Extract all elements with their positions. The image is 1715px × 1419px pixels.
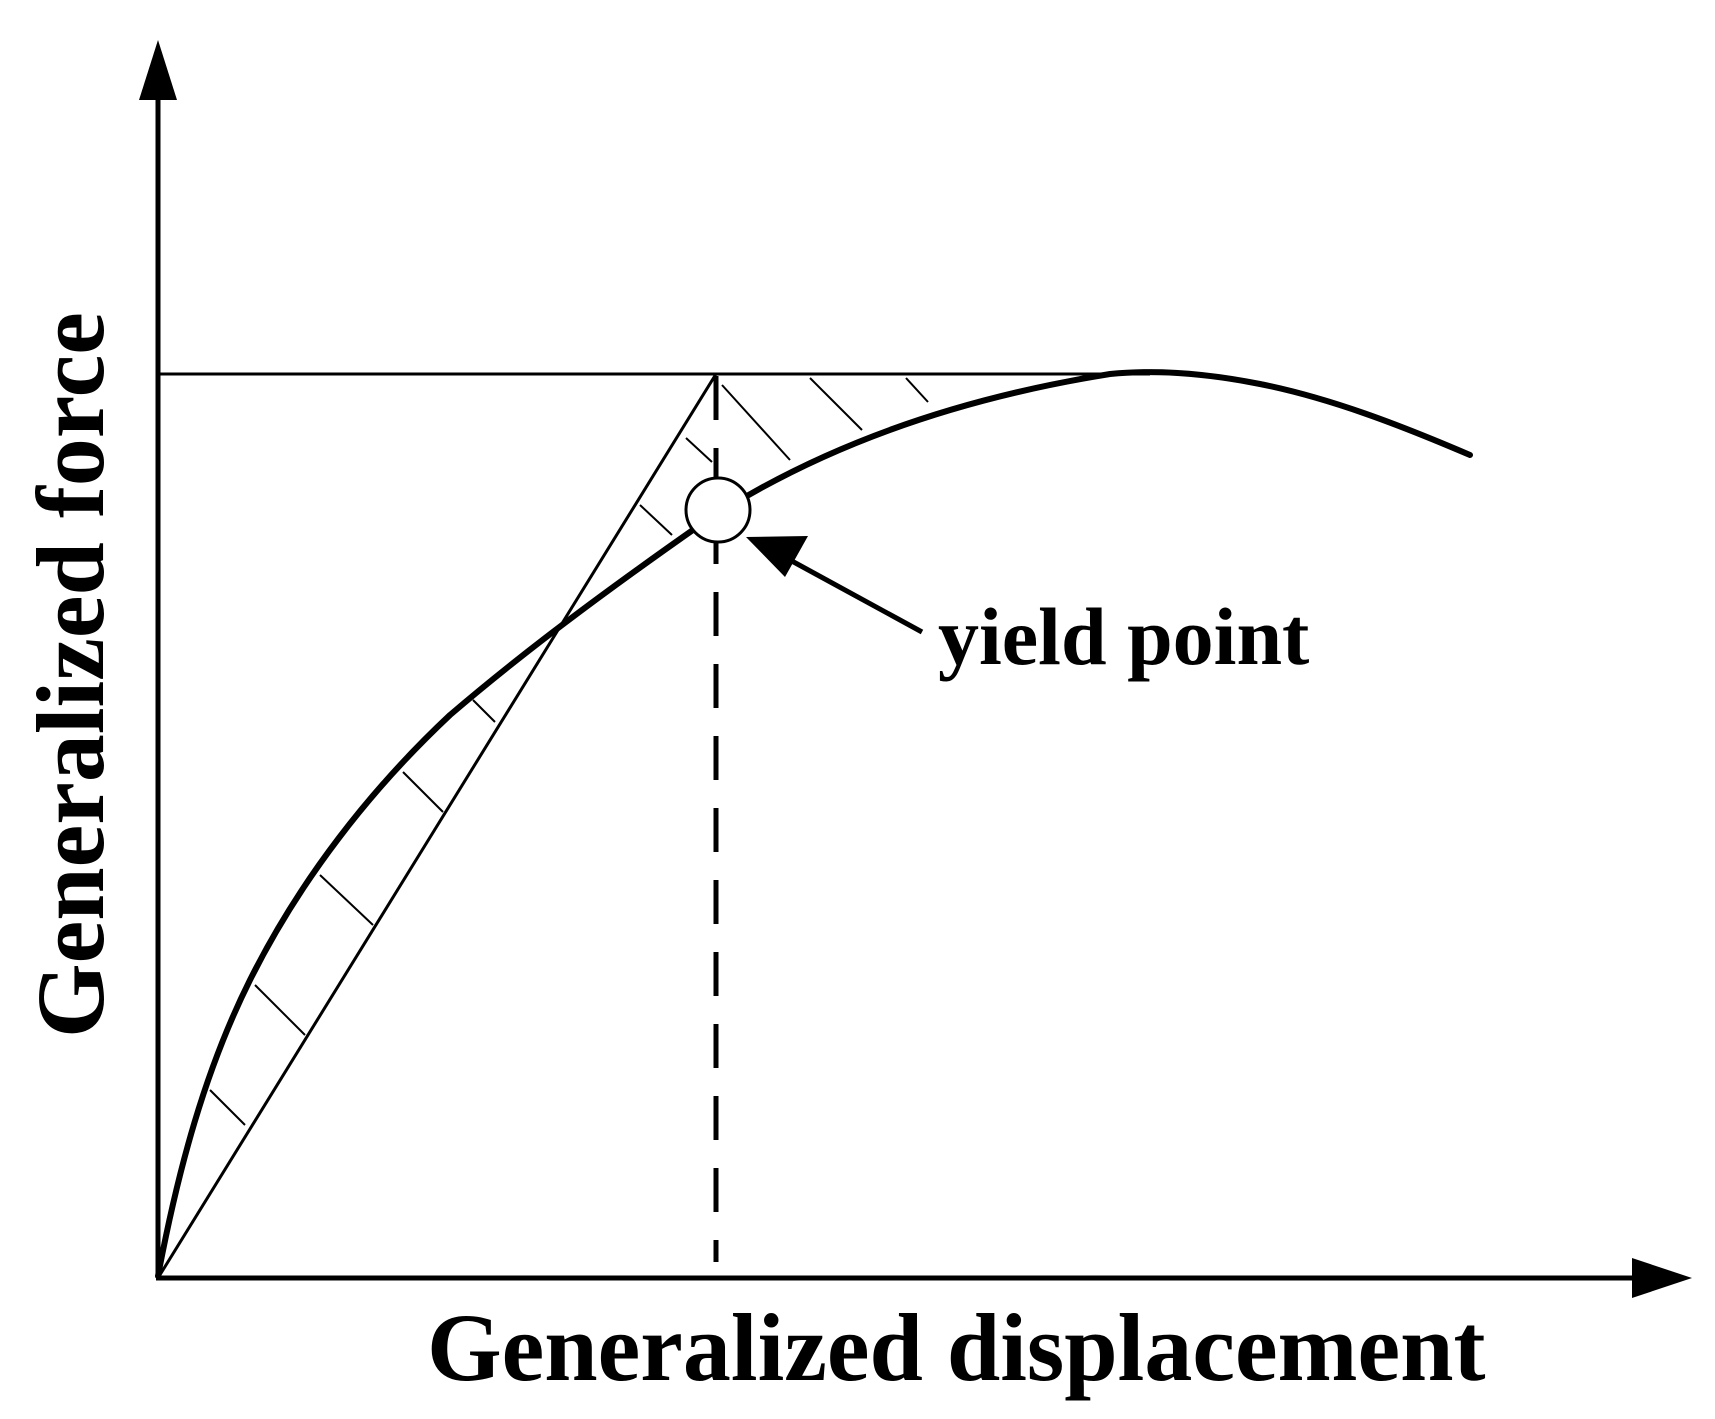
secant-line — [156, 373, 718, 1279]
hatch-line — [685, 437, 713, 463]
hatch-line — [319, 874, 374, 926]
hatch-line — [254, 984, 306, 1036]
annotation-arrow-line — [788, 557, 924, 635]
hatched-area — [209, 377, 929, 1126]
hatch-line — [721, 384, 791, 461]
hatch-line — [472, 699, 496, 723]
yield-point-label: yield point — [938, 591, 1309, 682]
x-axis-label: Generalized displacement — [427, 1294, 1486, 1401]
hatch-line — [809, 377, 863, 431]
y-axis-arrowhead — [139, 40, 177, 100]
yield-point-marker — [684, 476, 752, 544]
y-axis-label: Generalized force — [17, 312, 124, 1038]
hatch-line — [402, 771, 444, 813]
capacity-curve — [155, 369, 1473, 1279]
hatch-line — [639, 504, 673, 536]
hatch-line — [905, 377, 929, 403]
hatch-line — [209, 1089, 246, 1126]
x-axis-arrowhead — [1632, 1258, 1692, 1298]
annotation-arrowhead — [746, 536, 808, 577]
